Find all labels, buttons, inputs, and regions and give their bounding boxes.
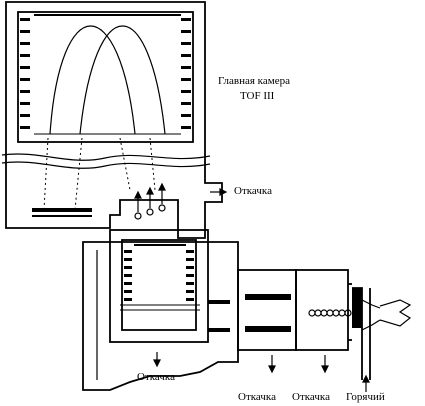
drift-tube-frame	[17, 11, 194, 143]
pump-label-right: Откачка	[234, 185, 272, 197]
nozzle	[361, 299, 381, 331]
source-grid-left	[124, 250, 132, 301]
chamber-title-line2: TOF III	[240, 90, 275, 102]
detector-plate-2	[32, 215, 92, 217]
ion-source-grid-frame	[121, 239, 197, 331]
skimmer-plate-lower	[245, 326, 291, 332]
ion-source-housing	[109, 229, 209, 343]
hot-source-label: Горячий	[346, 391, 385, 403]
pump-label-middle: Откачка	[137, 371, 175, 383]
middle-stage-box	[237, 269, 297, 351]
skimmer-plate-upper	[245, 294, 291, 300]
right-electrode-stack	[181, 18, 191, 129]
pump-label-bottom-2: Откачка	[292, 391, 330, 403]
trajectory-arc-left	[49, 25, 136, 135]
left-electrode-stack	[20, 18, 30, 129]
extraction-plate-upper	[208, 300, 230, 304]
jet-plume	[379, 299, 412, 327]
detector-plate-1	[32, 208, 92, 212]
source-top-bar	[134, 244, 186, 246]
source-grid-right	[186, 250, 194, 301]
main-chamber-wall	[5, 1, 223, 239]
chamber-title-line1: Главная камера	[218, 75, 290, 87]
trajectory-arc-right	[79, 25, 166, 135]
cut-line-upper	[1, 153, 211, 161]
pump-label-bottom-1: Откачка	[238, 391, 276, 403]
drift-top-bar	[34, 14, 181, 16]
cut-line-lower	[1, 161, 211, 169]
pump-arrows	[153, 188, 370, 392]
valve-block	[352, 288, 362, 328]
extraction-plate-lower	[208, 328, 230, 332]
chopper-beads	[308, 309, 352, 317]
injection-arrows	[134, 182, 166, 220]
source-chamber-wall	[82, 241, 239, 391]
